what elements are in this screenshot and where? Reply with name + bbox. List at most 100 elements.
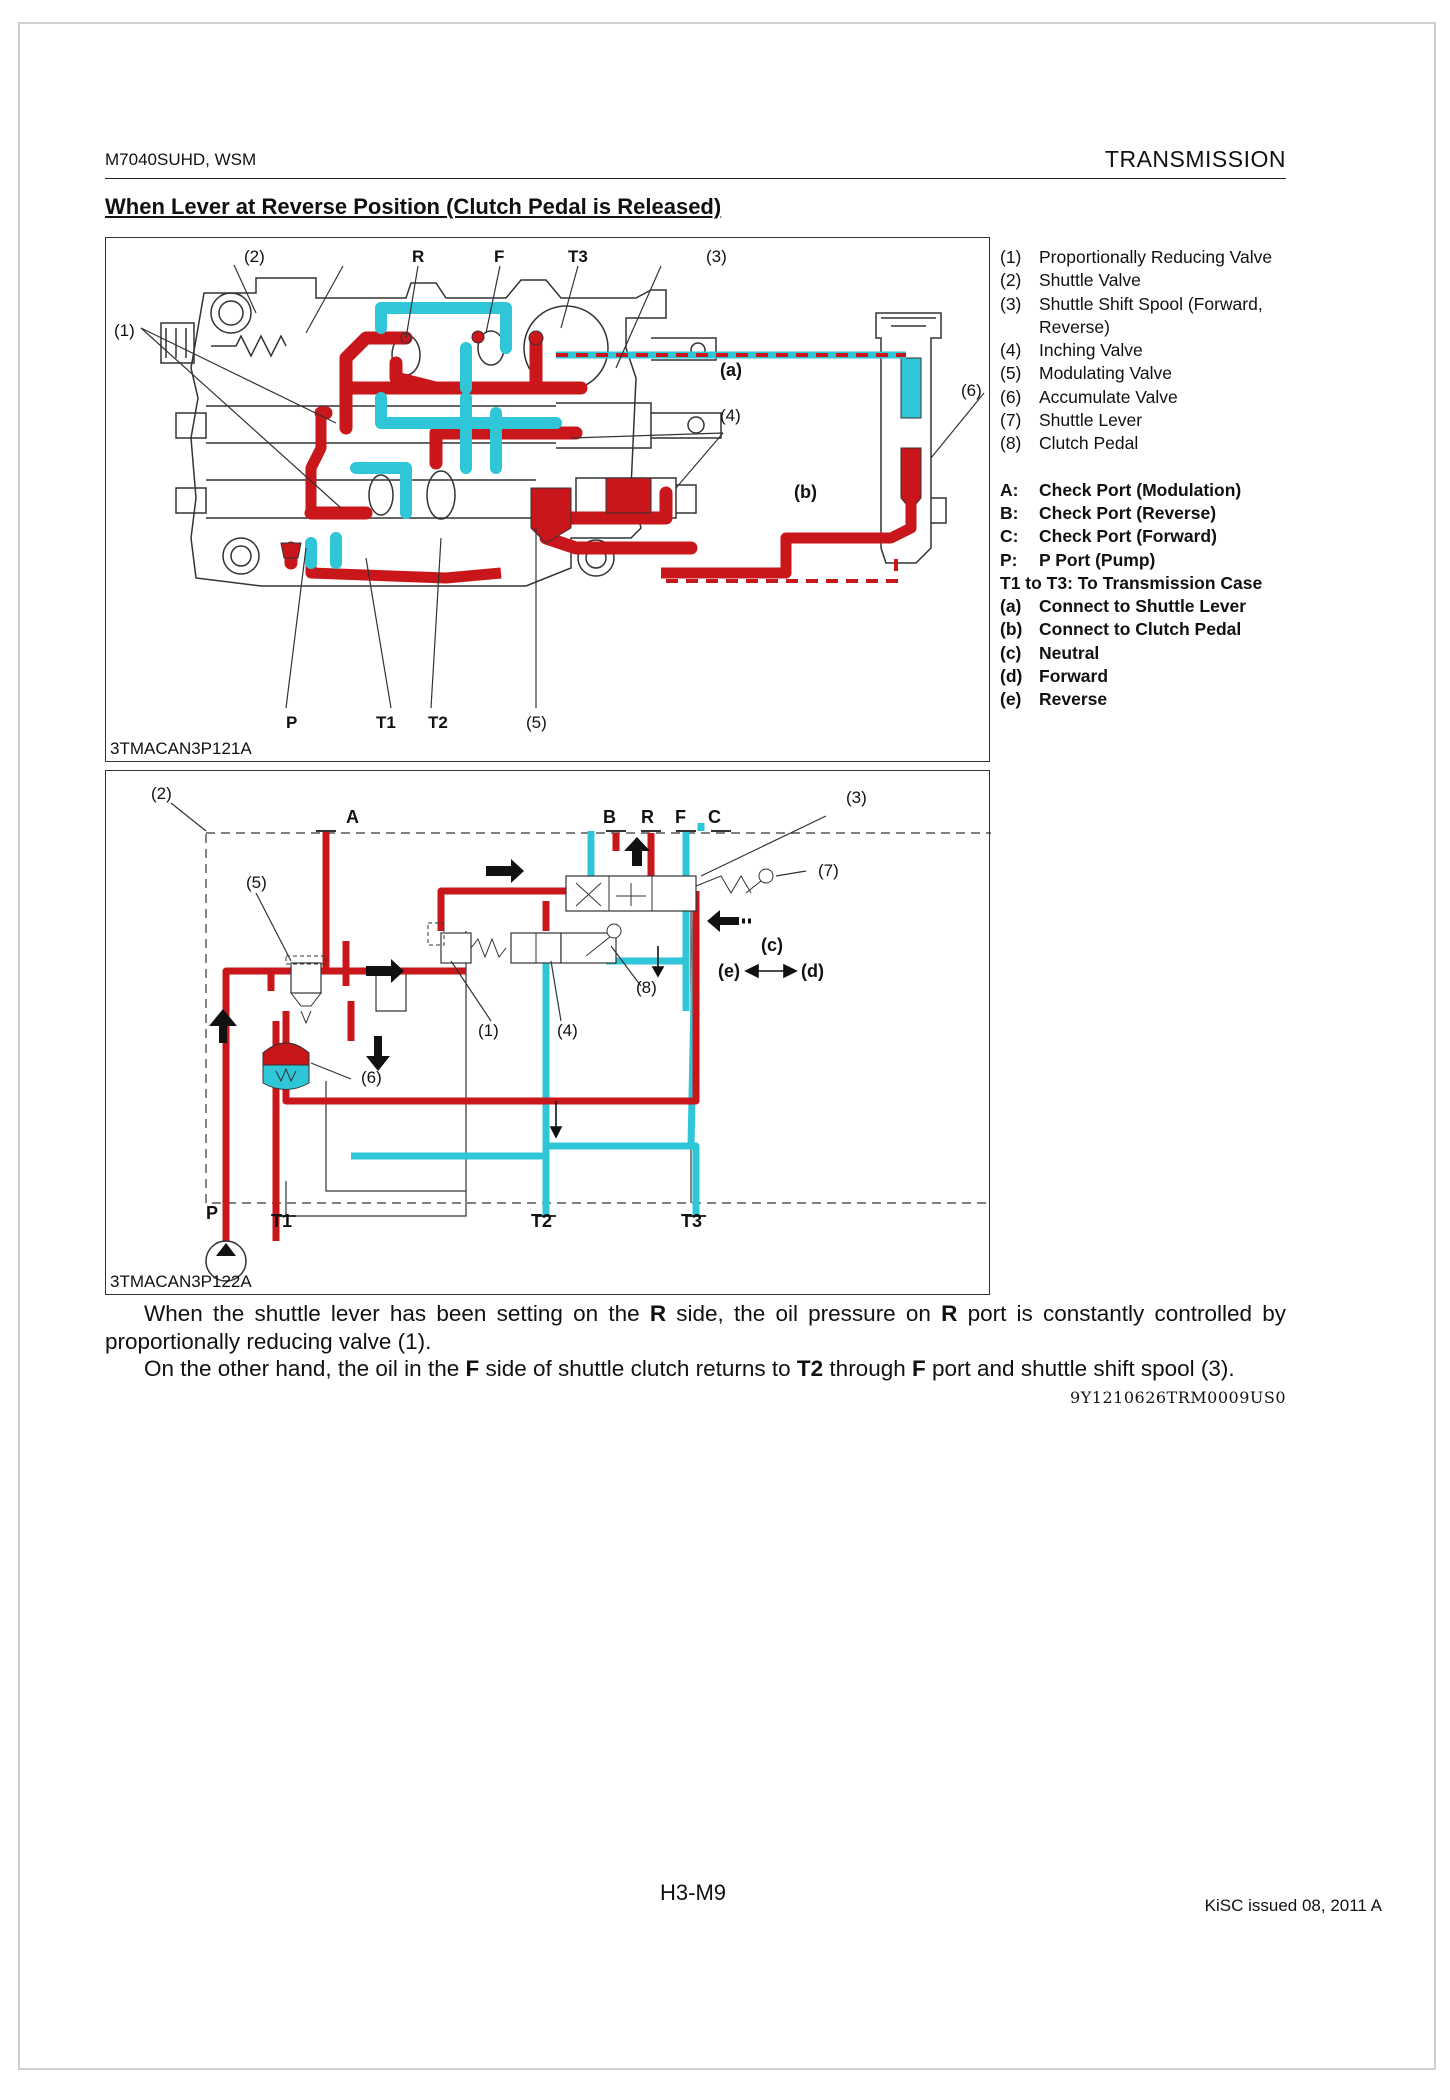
legend-key: (6) xyxy=(1000,386,1022,407)
figure1-code: 3TMACAN3P121A xyxy=(110,739,252,758)
legend-text: Clutch Pedal xyxy=(1039,433,1139,454)
fig2-label-T1: T1 xyxy=(271,1211,292,1231)
fig1-label-T3: T3 xyxy=(568,247,588,266)
legend-item: (6) Accumulate Valve xyxy=(1000,386,1300,409)
fig1-label-6: (6) xyxy=(961,381,982,400)
fig2-label-A: A xyxy=(346,807,359,827)
legend-text: Shuttle Valve xyxy=(1039,270,1141,291)
legend-text: Connect to Shuttle Lever xyxy=(1039,596,1247,617)
legend-key: P: xyxy=(1000,549,1018,570)
text-span: side of shuttle clutch returns to xyxy=(479,1356,797,1381)
fig1-label-5: (5) xyxy=(526,713,547,732)
legend-item: A: Check Port (Modulation) xyxy=(1000,479,1300,502)
legend-key: (b) xyxy=(1000,619,1023,640)
legend-item: (8)Clutch Pedal xyxy=(1000,432,1300,455)
legend-key: (2) xyxy=(1000,270,1022,291)
fig2-label-6: (6) xyxy=(361,1068,382,1087)
legend-key: B: xyxy=(1000,502,1019,523)
fig2-label-1: (1) xyxy=(478,1021,499,1040)
fig1-label-T1: T1 xyxy=(376,713,396,732)
paragraph-2: On the other hand, the oil in the F side… xyxy=(105,1355,1286,1383)
legend-text: Forward xyxy=(1039,666,1109,687)
text-span: through xyxy=(823,1356,912,1381)
figure2-code: 3TMACAN3P122A xyxy=(110,1272,252,1291)
legend-item: (7) Shuttle Lever xyxy=(1000,409,1300,432)
legend-text: Modulating Valve xyxy=(1039,363,1172,384)
document-code: 9Y1210626TRM0009US0 xyxy=(1070,1388,1286,1407)
legend-key: (e) xyxy=(1000,689,1022,710)
fig2-label-4: (4) xyxy=(557,1021,578,1040)
legend-item: (d) Forward xyxy=(1000,665,1300,688)
fig1-label-2: (2) xyxy=(244,247,265,266)
header-model: M7040SUHD, WSM xyxy=(105,150,257,169)
body-text: When the shuttle lever has been setting … xyxy=(105,1300,1286,1383)
legend-key: (d) xyxy=(1000,666,1023,687)
header-section: TRANSMISSION xyxy=(1104,146,1286,172)
fig1-label-T2: T2 xyxy=(428,713,448,732)
fig2-label-7: (7) xyxy=(818,861,839,880)
legend: (1)Proportionally Reducing Valve(2) Shutt… xyxy=(1000,246,1300,712)
fig1-label-a: (a) xyxy=(720,360,742,380)
legend-item: (c)Neutral xyxy=(1000,642,1300,665)
legend-key: (7) xyxy=(1000,410,1022,431)
legend-key: (a) xyxy=(1000,596,1022,617)
legend-text: Connect to Clutch Pedal xyxy=(1039,619,1242,640)
legend-item: (4) Inching Valve xyxy=(1000,339,1300,362)
legend-key: (3) xyxy=(1000,293,1022,314)
fig2-label-d: (d) xyxy=(801,961,824,981)
issue-note: KiSC issued 08, 2011 A xyxy=(1204,1896,1382,1915)
legend-item: P: P Port (Pump) xyxy=(1000,549,1300,572)
bold-span: F xyxy=(465,1356,480,1381)
fig2-label-c: (c) xyxy=(761,935,783,955)
bold-span: R xyxy=(941,1301,958,1326)
legend-text: Shuttle Shift Spool (Forward, Reverse) xyxy=(1039,293,1263,337)
fig2-label-F: F xyxy=(675,807,686,827)
fig1-label-F: F xyxy=(494,247,504,266)
bold-span: F xyxy=(912,1356,926,1381)
text-span: On the other hand, the oil in the xyxy=(144,1356,466,1381)
paragraph-1: When the shuttle lever has been setting … xyxy=(105,1300,1286,1355)
legend-key: (5) xyxy=(1000,363,1022,384)
bold-span: T2 xyxy=(796,1356,824,1381)
legend-item: (3) Shuttle Shift Spool (Forward, Reverse… xyxy=(1000,293,1300,340)
legend-text: Inching Valve xyxy=(1039,340,1143,361)
legend-item: C: Check Port (Forward) xyxy=(1000,525,1300,548)
valve-section-figure: (2) R F T3 (3) (1) (4) (6) (a) (b) P T1 … xyxy=(105,237,990,762)
fig2-label-P: P xyxy=(206,1203,218,1223)
fig2-label-8: (8) xyxy=(636,978,657,997)
legend-item: B:Check Port (Reverse) xyxy=(1000,502,1300,525)
legend-parts: (1)Proportionally Reducing Valve(2) Shutt… xyxy=(1000,246,1300,456)
legend-text: Check Port (Forward) xyxy=(1039,526,1217,547)
page-border xyxy=(18,22,1436,2070)
text-span: When the shuttle lever has been setting … xyxy=(144,1301,650,1326)
legend-item: (a) Connect to Shuttle Lever xyxy=(1000,595,1300,618)
legend-text: Accumulate Valve xyxy=(1039,386,1178,407)
page-number: H3-M9 xyxy=(660,1880,727,1905)
fig1-label-4: (4) xyxy=(720,406,741,425)
fig2-label-B: B xyxy=(603,807,616,827)
legend-text: P Port (Pump) xyxy=(1039,549,1156,570)
legend-text: Shuttle Lever xyxy=(1039,410,1143,431)
legend-item: (b) Connect to Clutch Pedal xyxy=(1000,618,1300,641)
fig1-label-R: R xyxy=(412,247,424,266)
header-rule xyxy=(105,178,1286,179)
legend-text: Check Port (Modulation) xyxy=(1039,479,1242,500)
legend-item: (2) Shuttle Valve xyxy=(1000,269,1300,292)
legend-ports: A: Check Port (Modulation)B:Check Port (R… xyxy=(1000,479,1300,572)
fig2-label-3: (3) xyxy=(846,788,867,807)
legend-key: (1) xyxy=(1000,247,1022,267)
fig1-label-P: P xyxy=(286,713,297,732)
fig2-label-2: (2) xyxy=(151,784,172,803)
legend-key: (4) xyxy=(1000,340,1022,361)
legend-key: C: xyxy=(1000,526,1019,547)
fig1-label-b: (b) xyxy=(794,482,817,502)
fig2-label-5: (5) xyxy=(246,873,267,892)
legend-item: (1)Proportionally Reducing Valve xyxy=(1000,246,1300,269)
legend-item: (e)Reverse xyxy=(1000,688,1300,711)
legend-key: A: xyxy=(1000,479,1019,500)
legend-key: (c) xyxy=(1000,642,1022,663)
bold-span: R xyxy=(649,1301,667,1326)
legend-item: (5) Modulating Valve xyxy=(1000,362,1300,385)
legend-refs: (a) Connect to Shuttle Lever (b) Connect to… xyxy=(1000,595,1300,711)
fig2-label-e: (e) xyxy=(718,961,740,981)
